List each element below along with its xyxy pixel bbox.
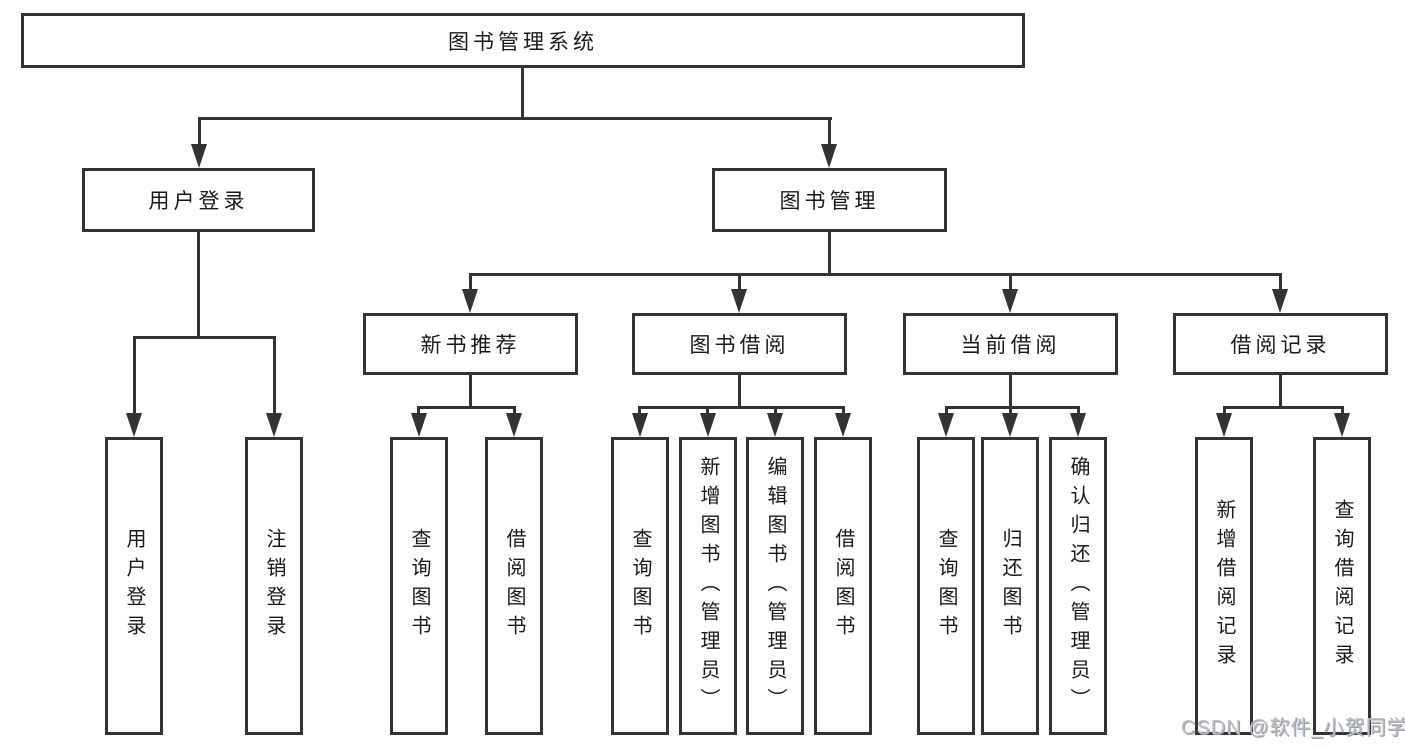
connector-line [469, 273, 1281, 276]
connector-line [738, 273, 741, 293]
arrow-down-icon [731, 289, 747, 313]
arrow-down-icon [462, 289, 478, 313]
connector-line [1341, 406, 1344, 417]
leaf-return-books: 归还图书 [981, 437, 1039, 735]
connector-line [273, 336, 276, 417]
leaf-query-books-1: 查询图书 [390, 437, 448, 735]
connector-line [945, 406, 1080, 409]
leaf-query-borrow-record: 查询借阅记录 [1313, 437, 1371, 735]
leaf-logout: 注销登录 [245, 437, 303, 735]
connector-line [738, 375, 741, 408]
leaf-borrow-books-2-label: 借阅图书 [832, 528, 854, 644]
node-new-books-label: 新书推荐 [420, 334, 521, 357]
connector-line [513, 406, 516, 417]
node-root-label: 图书管理系统 [448, 30, 598, 54]
leaf-borrow-books-2: 借阅图书 [814, 437, 872, 735]
connector-line [521, 68, 524, 120]
connector-line [417, 406, 516, 409]
node-new-books: 新书推荐 [363, 313, 578, 375]
connector-line [133, 336, 136, 417]
arrow-down-icon [938, 413, 954, 437]
arrow-down-icon [1002, 289, 1018, 313]
connector-line [469, 375, 472, 408]
csdn-watermark: CSDN @软件_小贺同学 [1181, 717, 1405, 739]
leaf-user-login-label: 用户登录 [123, 528, 145, 644]
connector-line [1009, 406, 1012, 417]
node-book-borrow: 图书借阅 [632, 313, 847, 375]
leaf-return-books-label: 归还图书 [999, 528, 1021, 644]
connector-line [945, 406, 948, 417]
connector-line [638, 406, 641, 417]
connector-line [828, 117, 831, 148]
leaf-add-book-admin-label: 新增图书（管理员） [697, 455, 719, 717]
leaf-confirm-return-admin-label: 确认归还（管理员） [1067, 455, 1089, 717]
arrow-down-icon [266, 413, 282, 437]
leaf-edit-book-admin: 编辑图书（管理员） [746, 437, 804, 735]
leaf-add-borrow-record-label: 新增借阅记录 [1213, 499, 1235, 673]
connector-line [1279, 375, 1282, 408]
leaf-logout-label: 注销登录 [263, 528, 285, 644]
leaf-query-borrow-record-label: 查询借阅记录 [1331, 499, 1353, 673]
arrow-down-icon [126, 413, 142, 437]
connector-line [133, 336, 276, 339]
node-user-login: 用户登录 [82, 168, 315, 232]
leaf-add-borrow-record: 新增借阅记录 [1195, 437, 1253, 735]
connector-line [469, 273, 472, 293]
arrow-down-icon [767, 413, 783, 437]
connector-line [1223, 406, 1226, 417]
connector-line [198, 117, 832, 120]
leaf-edit-book-admin-label: 编辑图书（管理员） [764, 455, 786, 717]
node-book-mgmt: 图书管理 [712, 168, 947, 232]
node-user-login-label: 用户登录 [148, 190, 249, 213]
leaf-query-books-3: 查询图书 [917, 437, 975, 735]
connector-line [1077, 406, 1080, 417]
node-current-borrow-label: 当前借阅 [960, 334, 1061, 357]
arrow-down-icon [1272, 289, 1288, 313]
arrow-down-icon [835, 413, 851, 437]
arrow-down-icon [1216, 413, 1232, 437]
node-borrow-records-label: 借阅记录 [1230, 334, 1331, 357]
connector-line [417, 406, 420, 417]
leaf-confirm-return-admin: 确认归还（管理员） [1049, 437, 1107, 735]
connector-line [197, 232, 200, 339]
connector-line [1223, 406, 1344, 409]
arrow-down-icon [700, 413, 716, 437]
leaf-query-books-3-label: 查询图书 [935, 528, 957, 644]
arrow-down-icon [506, 413, 522, 437]
connector-line [842, 406, 845, 417]
arrow-down-icon [411, 413, 427, 437]
connector-line [638, 406, 845, 409]
leaf-borrow-books-1: 借阅图书 [485, 437, 543, 735]
leaf-query-books-1-label: 查询图书 [408, 528, 430, 644]
arrow-down-icon [1334, 413, 1350, 437]
connector-line [774, 406, 777, 417]
node-book-borrow-label: 图书借阅 [689, 334, 790, 357]
leaf-borrow-books-1-label: 借阅图书 [503, 528, 525, 644]
leaf-add-book-admin: 新增图书（管理员） [679, 437, 737, 735]
connector-line [1009, 273, 1012, 293]
arrow-down-icon [1070, 413, 1086, 437]
connector-line [198, 117, 201, 148]
connector-line [1009, 375, 1012, 408]
node-borrow-records: 借阅记录 [1173, 313, 1388, 375]
node-book-mgmt-label: 图书管理 [779, 190, 880, 213]
connector-line [1279, 273, 1282, 293]
node-current-borrow: 当前借阅 [903, 313, 1118, 375]
leaf-query-books-2: 查询图书 [611, 437, 669, 735]
arrow-down-icon [191, 144, 207, 168]
arrow-down-icon [632, 413, 648, 437]
leaf-user-login: 用户登录 [105, 437, 163, 735]
leaf-query-books-2-label: 查询图书 [629, 528, 651, 644]
node-root: 图书管理系统 [21, 13, 1025, 68]
connector-line [706, 406, 709, 417]
arrow-down-icon [1002, 413, 1018, 437]
connector-line [828, 232, 831, 276]
arrow-down-icon [821, 144, 837, 168]
